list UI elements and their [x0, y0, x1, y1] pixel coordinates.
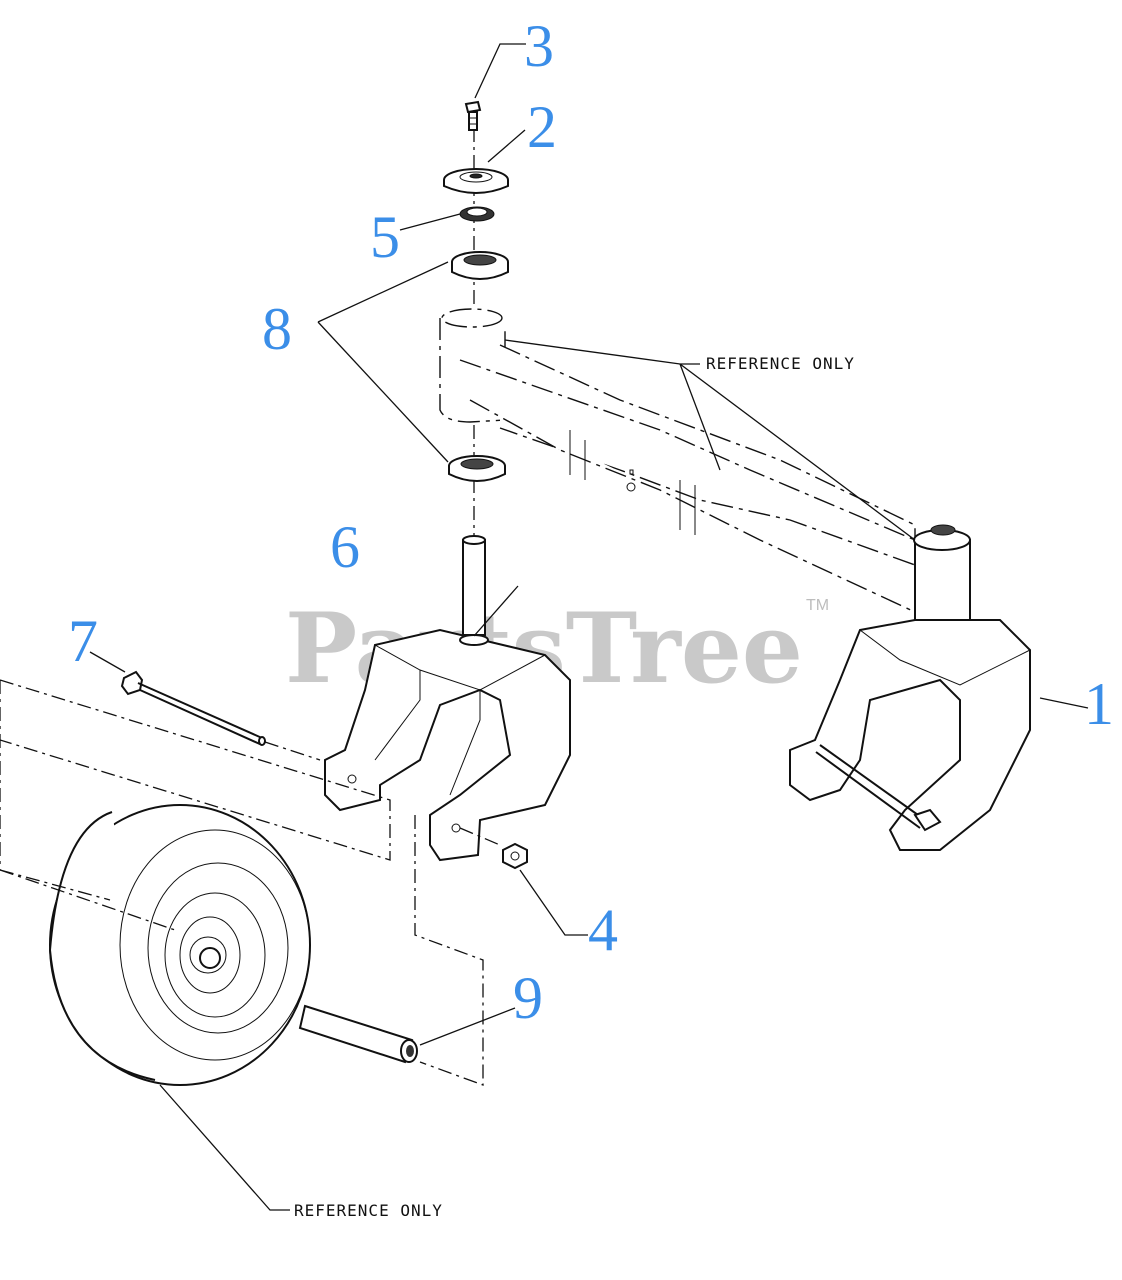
axle-beam-reference — [439, 308, 916, 613]
part-2-cap — [443, 168, 509, 194]
part-4-nut — [502, 842, 528, 870]
part-1-caster-assembly — [789, 524, 1031, 851]
callout-1: 1 — [1084, 671, 1114, 737]
part-8-bearing-lower — [448, 455, 506, 482]
tire-wheel-reference — [48, 804, 311, 1086]
alignment-lines — [0, 679, 501, 1086]
callout-9: 9 — [513, 965, 543, 1031]
part-9-spacer — [298, 1004, 418, 1064]
part-6-caster-fork — [324, 535, 571, 862]
part-7-axle-bolt — [120, 670, 266, 746]
part-5-seal — [459, 206, 495, 222]
callout-7: 7 — [68, 608, 98, 674]
part-8-bearing-upper — [451, 251, 509, 280]
callout-3: 3 — [524, 13, 554, 79]
callouts: 1 2 3 4 5 6 7 8 9 — [68, 13, 1114, 1031]
part-3-bolt — [464, 100, 482, 131]
callout-8: 8 — [262, 296, 292, 362]
leader-lines — [89, 43, 1089, 1211]
note-reference-tire: REFERENCE ONLY — [294, 1201, 443, 1220]
watermark-tm: TM — [806, 597, 829, 614]
callout-6: 6 — [330, 514, 360, 580]
reference-notes: REFERENCE ONLY REFERENCE ONLY — [294, 354, 855, 1220]
callout-5: 5 — [370, 204, 400, 270]
callout-2: 2 — [527, 94, 557, 160]
callout-4: 4 — [588, 897, 618, 963]
note-reference-axle: REFERENCE ONLY — [706, 354, 855, 373]
